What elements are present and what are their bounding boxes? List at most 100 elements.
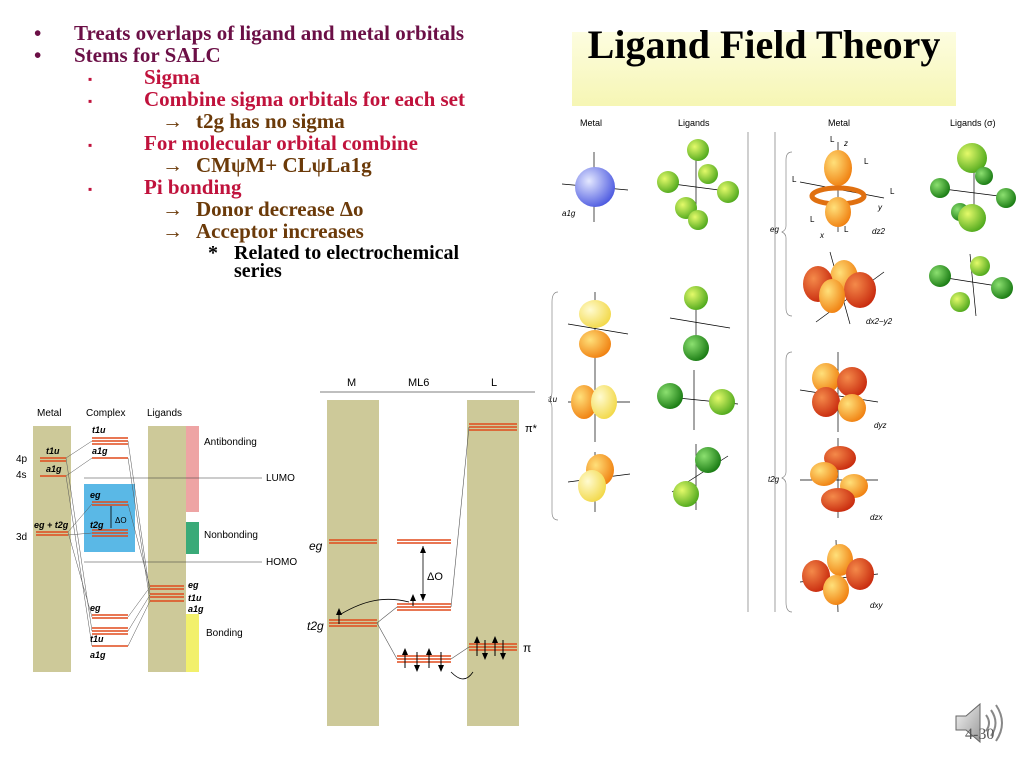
metal-t1u-label: t1u bbox=[46, 446, 60, 456]
speaker-icon[interactable] bbox=[950, 698, 1010, 748]
bullet-text: Related to electrochemical series bbox=[234, 242, 460, 282]
level-3d: 3d bbox=[16, 532, 27, 543]
backbond-curve bbox=[450, 671, 474, 680]
header-m: M bbox=[347, 377, 356, 389]
complex-t2g-label: t2g bbox=[90, 520, 104, 530]
bullet-text: Stems for SALC bbox=[74, 43, 221, 67]
metal-t1u-py bbox=[567, 452, 631, 512]
ligand-column bbox=[148, 426, 186, 672]
metal-t2g-dyz bbox=[799, 352, 879, 432]
metal-a1g-orbital bbox=[561, 152, 629, 222]
delta-label: ΔO bbox=[427, 571, 443, 583]
header-ligands-2: Ligands (σ) bbox=[950, 118, 996, 128]
level-4p: 4p bbox=[16, 454, 28, 465]
page-number: 4-30 bbox=[965, 726, 995, 743]
metal-t2g-dzx bbox=[800, 438, 878, 518]
level-4s: 4s bbox=[16, 470, 27, 481]
bullet-marker: → bbox=[162, 219, 183, 243]
bullet-marker: ▪ bbox=[88, 72, 93, 86]
metal-levels bbox=[36, 457, 68, 536]
ligand-column bbox=[467, 400, 519, 726]
axis-l-top: L bbox=[830, 135, 835, 144]
metal-column bbox=[33, 426, 71, 672]
nonbonding-label: Nonbonding bbox=[204, 530, 258, 541]
dxy-label: dxy bbox=[870, 601, 883, 610]
axis-l-right: L bbox=[890, 187, 895, 196]
axis-z: z bbox=[843, 139, 848, 148]
bullet-text: Donor decrease Δo bbox=[196, 197, 364, 221]
bullet-marker: ▪ bbox=[88, 94, 93, 108]
bullet-marker: ▪ bbox=[88, 138, 93, 152]
correlation-lines bbox=[65, 440, 151, 647]
bullet-item: ▪ For molecular orbital combine bbox=[30, 131, 500, 155]
complex-t1u-lower: t1u bbox=[90, 634, 104, 644]
bullet-text: For molecular orbital combine bbox=[144, 131, 418, 155]
metal-eg-dx2y2 bbox=[803, 251, 885, 325]
complex-a1g-lower: a1g bbox=[90, 650, 106, 660]
metal-t1u-pz bbox=[567, 292, 629, 372]
complex-t1u-upper: t1u bbox=[92, 425, 106, 435]
bullet-item: •Treats overlaps of ligand and metal orb… bbox=[30, 21, 500, 45]
slide-title: Ligand Field Theory bbox=[587, 22, 941, 67]
complex-a1g-upper: a1g bbox=[92, 446, 108, 456]
bullet-text: Combine sigma orbitals for each set bbox=[144, 87, 465, 111]
ligand-eg-salc-2 bbox=[929, 253, 1013, 317]
eg-label: eg bbox=[770, 225, 779, 234]
header-metal: Metal bbox=[37, 408, 61, 419]
t1u-brace bbox=[548, 291, 559, 521]
bullet-text: Acceptor increases bbox=[196, 219, 364, 243]
bullet-item: • Stems for SALC bbox=[30, 43, 500, 67]
mo-energy-diagram: Metal Complex Ligands Antibonding Nonbon… bbox=[16, 408, 297, 672]
bullet-marker: → bbox=[162, 197, 183, 221]
complex-eg-lower: eg bbox=[90, 603, 101, 613]
bullet-marker: → bbox=[162, 109, 183, 133]
eg-brace bbox=[781, 151, 793, 317]
axis-l-left: L bbox=[792, 175, 797, 184]
pi-label: π bbox=[523, 641, 531, 655]
dzx-label: dzx bbox=[870, 513, 883, 522]
bullet-text: Sigma bbox=[144, 65, 201, 89]
bullet-item: * Related to electrochemical series bbox=[30, 242, 500, 282]
antibonding-band bbox=[186, 426, 199, 512]
homo-label: HOMO bbox=[266, 557, 297, 568]
axis-l-right-top: L bbox=[864, 157, 869, 166]
correlation-lines bbox=[376, 426, 470, 660]
ligand-levels bbox=[150, 585, 184, 602]
bullet-marker: ▪ bbox=[88, 182, 93, 196]
metal-d-label: eg + t2g bbox=[34, 520, 69, 530]
nonbonding-band bbox=[186, 522, 199, 554]
title-background bbox=[572, 32, 956, 106]
t1u-label: t1u bbox=[548, 395, 558, 404]
t2g-brace bbox=[781, 351, 793, 613]
frontier-highlight bbox=[84, 484, 135, 552]
bullet-item: → Acceptor increases bbox=[30, 219, 500, 243]
orbital-pictures: Metal Ligands Metal Ligands (σ) a1g bbox=[548, 118, 1016, 613]
pi-bonding-diagram: M ML6 L ΔO eg t2g π* π bbox=[307, 377, 538, 726]
lumo-label: LUMO bbox=[266, 473, 295, 484]
ligand-eg-label: eg bbox=[188, 580, 199, 590]
ligand-a1g-label: a1g bbox=[188, 604, 204, 614]
bullet-item: →CMψM+ CLψLa1g bbox=[30, 153, 500, 177]
metal-column bbox=[327, 400, 379, 726]
bullet-marker: • bbox=[34, 43, 42, 67]
header-ligands-1: Ligands bbox=[678, 118, 710, 128]
bullet-item: →t2g has no sigma bbox=[30, 109, 500, 133]
axis-x: x bbox=[819, 231, 825, 240]
bullet-marker: * bbox=[208, 242, 218, 264]
axis-l-bottom-left: L bbox=[810, 215, 815, 224]
metal-eg-dz2 bbox=[799, 142, 885, 232]
ligand-t1u-salc-3 bbox=[671, 444, 729, 510]
ligand-eg-salc-1 bbox=[930, 143, 1016, 232]
bullet-text: CMψM+ CLψLa1g bbox=[196, 153, 372, 177]
complex-levels bbox=[92, 437, 128, 647]
bullet-item: ▪ Sigma bbox=[30, 65, 500, 89]
bonding-band bbox=[186, 614, 199, 672]
axis-l-bottom: L bbox=[844, 225, 849, 234]
complex-eg-label: eg bbox=[90, 490, 101, 500]
pi-star-label: π* bbox=[525, 423, 538, 435]
header-ligands: Ligands bbox=[147, 408, 182, 419]
bullet-item: ▪ Combine sigma orbitals for each set bbox=[30, 87, 500, 111]
bullet-list: •Treats overlaps of ligand and metal orb… bbox=[30, 21, 500, 282]
a1g-label: a1g bbox=[562, 209, 576, 218]
bullet-marker: • bbox=[34, 21, 42, 45]
